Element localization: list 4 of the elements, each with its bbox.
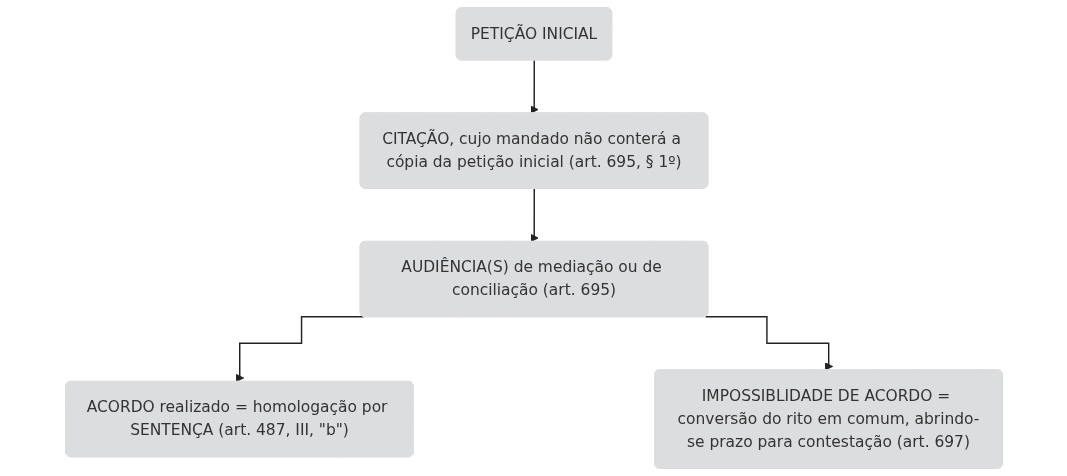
arrow <box>704 316 833 371</box>
arrow <box>235 316 364 383</box>
arrow <box>529 59 539 114</box>
arrow <box>529 188 539 243</box>
